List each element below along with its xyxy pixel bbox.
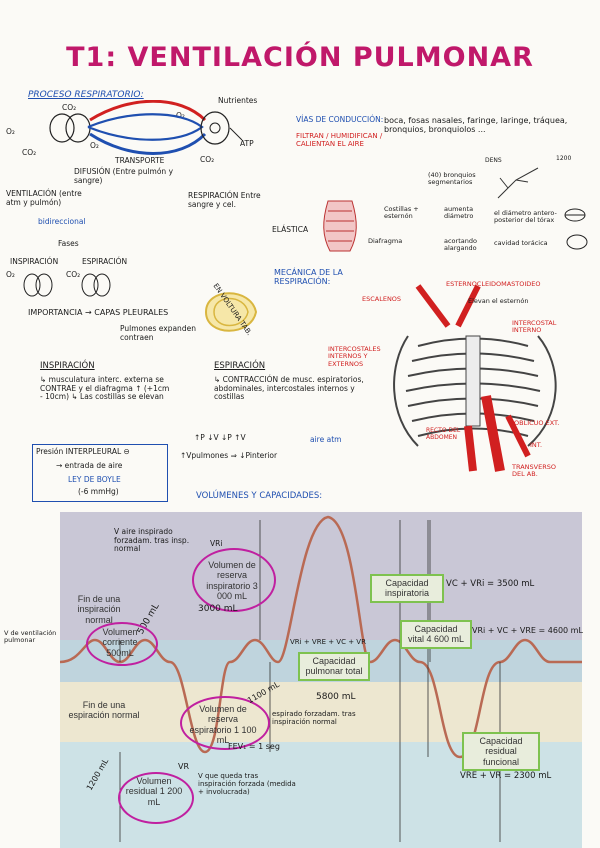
cap-residual-box: Capacidad residual funcional bbox=[462, 732, 540, 772]
vre-circle bbox=[180, 696, 270, 750]
vr-circle bbox=[118, 772, 194, 824]
ribcage-small-icon bbox=[323, 200, 357, 252]
elastica-label: ELÁSTICA bbox=[272, 225, 309, 234]
espirado-label: espirado forzadam. tras inspiración norm… bbox=[272, 710, 356, 727]
vr-label: VR bbox=[178, 762, 190, 771]
elevan-label: Elevan el esternón bbox=[468, 297, 529, 305]
entrada-aire-text: → entrada de aire bbox=[56, 461, 123, 470]
cap-vital-box: Capacidad vital 4 600 mL bbox=[400, 620, 472, 649]
transverso-label: TRANSVERSO DEL AB. bbox=[512, 463, 556, 479]
page-title: T1: VENTILACIÓN PULMONAR bbox=[66, 42, 534, 73]
boyle-formula-2: ↑Vpulmones ⇒ ↓Pinterior bbox=[180, 451, 278, 460]
vri-handwritten: V aire inspirado forzadam. tras insp. no… bbox=[114, 527, 190, 554]
o2-top-label: O₂ bbox=[90, 141, 99, 150]
respiratory-process-diagram bbox=[49, 100, 243, 155]
vr-box: Volumen residual 1 200 mL bbox=[125, 776, 183, 807]
vri-circle bbox=[192, 548, 276, 612]
dens-label: DENS bbox=[485, 157, 502, 164]
vc-vri-label: VC + VRi = 3500 mL bbox=[446, 579, 535, 589]
dome-icon bbox=[566, 234, 588, 250]
small-lungs-drawing bbox=[23, 273, 111, 297]
vri-note: 3000 mL bbox=[198, 604, 238, 614]
fin-insp-label: Fin de una inspiración normal bbox=[77, 594, 121, 625]
co2-top-label: CO₂ bbox=[62, 103, 77, 112]
pulmones-text: Pulmones expanden contraen bbox=[120, 324, 196, 342]
volumenes-heading: VOLÚMENES Y CAPACIDADES: bbox=[196, 491, 323, 501]
espiracion-heading: ESPIRACIÓN bbox=[214, 361, 266, 371]
inspiracion-short-label: INSPIRACIÓN bbox=[10, 257, 59, 266]
boyle-formula-1: ↑P ↓V ↓P ↑V bbox=[194, 433, 246, 442]
costillas-label: Costillas + esternón bbox=[384, 205, 419, 221]
recto-label: RECTO DEL ABDOMEN bbox=[426, 427, 461, 441]
vre-vr-label: VRE + VR = 2300 mL bbox=[460, 771, 552, 781]
cavidad-label: cavidad torácica bbox=[494, 239, 548, 247]
bidireccional-label: bidireccional bbox=[38, 217, 86, 226]
vre-box: Volumen de reserva espiratorio 1 100 mL bbox=[189, 704, 257, 746]
presion-box bbox=[32, 444, 168, 502]
nutrientes-label: Nutrientes bbox=[218, 96, 258, 105]
pleura-drawing bbox=[205, 292, 258, 332]
co2-small-label: CO₂ bbox=[66, 270, 81, 279]
acortando-label: acortando alargando bbox=[444, 237, 477, 253]
cap-total-box: Capacidad pulmonar total bbox=[298, 652, 370, 681]
fin-esp-label: Fin de una espiración normal bbox=[68, 700, 140, 721]
o2-small-label: O₂ bbox=[6, 270, 15, 279]
n5800-label: 5800 mL bbox=[316, 692, 356, 702]
fases-label: Fases bbox=[58, 239, 79, 248]
boyle-label: LEY DE BOYLE bbox=[68, 475, 121, 484]
vri-box: Volumen de reserva inspiratorio 3 000 mL bbox=[206, 560, 258, 602]
bronquios-label: (40) bronquios segmentarios bbox=[428, 171, 476, 187]
mmhg-label: (-6 mmHg) bbox=[78, 487, 119, 496]
importancia-text: IMPORTANCIA → CAPAS PLEURALES bbox=[28, 308, 169, 317]
lungs-icon bbox=[49, 113, 91, 143]
intercostales-label: INTERCOSTALES INTERNOS Y EXTERNOS bbox=[328, 345, 381, 368]
cap-insp-box: Capacidad inspiratoria bbox=[370, 574, 444, 603]
oblicuo-ext-label: OBLICUO EXT. bbox=[514, 419, 560, 427]
espiracion-short-label: ESPIRACIÓN bbox=[82, 257, 128, 266]
vri-vc-vre-label: VRi + VC + VRE = 4600 mL bbox=[472, 626, 583, 635]
espiracion-text: ↳ CONTRACCIÓN de musc. espiratorios, abd… bbox=[214, 375, 364, 402]
thorax-muscles-drawing bbox=[393, 284, 557, 472]
esterno-label: ESTERNOCLEIDOMASTOIDEO bbox=[446, 280, 541, 288]
v-ventilacion-label: V de ventilación pulmonar bbox=[4, 629, 57, 645]
aire-atm-label: aire atm bbox=[310, 435, 342, 444]
diafragma-label: Diafragma bbox=[368, 237, 403, 245]
transporte-label: TRANSPORTE bbox=[115, 156, 165, 165]
proceso-heading: PROCESO RESPIRATORIO: bbox=[28, 90, 144, 100]
presion-label: Presión INTERPLEURAL ⊖ bbox=[36, 447, 130, 456]
o2-left-label: O₂ bbox=[6, 127, 15, 136]
inspiracion-text: ↳ musculatura interc. externa se CONTRAE… bbox=[40, 375, 170, 402]
ventilacion-text: VENTILACIÓN (entre atm y pulmón) bbox=[6, 189, 82, 207]
int-label: INT. bbox=[530, 441, 543, 449]
diametro-label: el diámetro antero-posterior del tórax bbox=[494, 209, 557, 225]
vias-heading: VÍAS DE CONDUCCIÓN: bbox=[296, 115, 384, 124]
v-queda-label: V que queda tras inspiración forzada (me… bbox=[198, 772, 296, 797]
o2-right-label: O₂ bbox=[176, 111, 185, 120]
bronchi-tree-drawing bbox=[497, 167, 539, 199]
vri-sum-label: VRi + VRE + VC + VR bbox=[290, 638, 366, 646]
co2-left-label: CO₂ bbox=[22, 148, 37, 157]
vias-funciones: FILTRAN / HUMIDIFICAN / CALIENTAN EL AIR… bbox=[296, 132, 383, 149]
respiracion-text: RESPIRACIÓN Entre sangre y cel. bbox=[188, 191, 261, 209]
fev-label: FEV₁ = 1 seg bbox=[228, 742, 280, 751]
mecanica-heading: MECÁNICA DE LA RESPIRACIÓN: bbox=[274, 268, 343, 287]
n1200-label: 1200 bbox=[556, 155, 572, 162]
vias-list: boca, fosas nasales, faringe, laringe, t… bbox=[384, 116, 568, 135]
difusion-text: DIFUSIÓN (Entre pulmón y sangre) bbox=[74, 167, 174, 185]
inspiracion-heading: INSPIRACIÓN bbox=[40, 361, 95, 371]
escalenos-label: ESCALENOS bbox=[362, 295, 402, 303]
vri-label: VRi bbox=[210, 539, 223, 548]
vc-circle bbox=[86, 622, 158, 666]
aumenta-label: aumenta diámetro bbox=[444, 205, 474, 221]
oval-icon bbox=[564, 208, 586, 222]
vc-box: Volumen corriente 500mL bbox=[102, 627, 138, 658]
co2-bottom-label: CO₂ bbox=[200, 155, 215, 164]
cell-icon bbox=[200, 111, 230, 145]
atp-label: ATP bbox=[240, 139, 254, 148]
intercostal-label: INTERCOSTAL INTERNO bbox=[512, 319, 557, 335]
